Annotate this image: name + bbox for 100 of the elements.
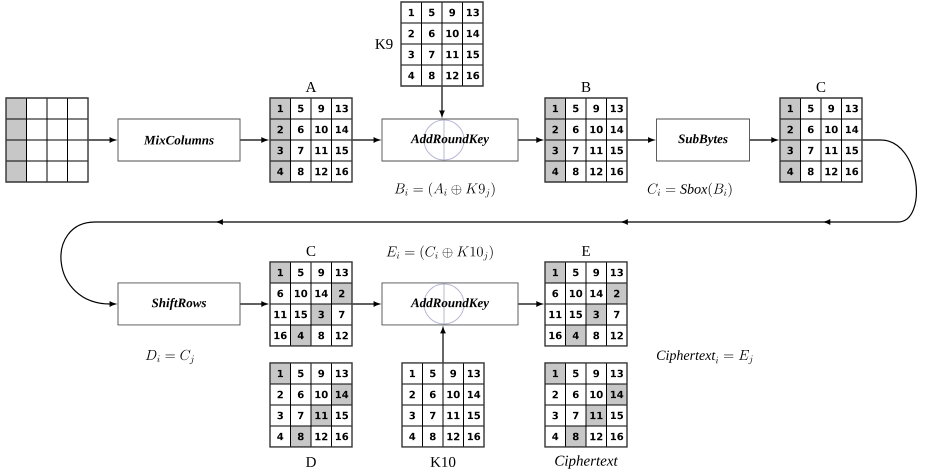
node-label: 14 <box>468 390 480 398</box>
grid-label: C <box>816 82 826 92</box>
node-label: 1 <box>552 104 558 112</box>
node-label: 1 <box>408 8 414 16</box>
node-label: 7 <box>572 146 578 154</box>
node-label: 5 <box>430 370 436 378</box>
node-label: 8 <box>572 168 579 176</box>
node-label: 14 <box>315 290 328 298</box>
node-label: 3 <box>552 412 558 420</box>
node-label: 8 <box>298 168 304 176</box>
operation-box: SubBytes <box>656 118 750 162</box>
node-label: 15 <box>610 412 624 420</box>
node-label: 15 <box>466 50 480 58</box>
node-label: 6 <box>572 126 579 134</box>
node-label: 4 <box>408 72 414 80</box>
byte-grid: 1 5 9 13 6 10 14 2 11 15 3 7 16 4 8 12 <box>269 261 353 347</box>
operation-box: ShiftRows <box>118 282 240 326</box>
node-label: 3 <box>277 412 283 420</box>
node-label: 14 <box>336 390 348 398</box>
arrow <box>240 137 268 143</box>
node-label: 13 <box>468 370 480 378</box>
arrow <box>440 327 446 362</box>
node-label: 1 <box>278 104 284 112</box>
node-label: 4 <box>787 168 794 176</box>
node-label: 15 <box>846 146 858 154</box>
node-label: 2 <box>339 290 344 298</box>
node-label: 13 <box>610 104 623 112</box>
node-label: 8 <box>808 168 814 176</box>
node-label: 6 <box>428 30 435 38</box>
node-label: 13 <box>336 268 348 276</box>
node-label: 6 <box>298 390 304 398</box>
node-label: 5 <box>298 268 304 276</box>
byte-grid: 1 5 9 13 2 6 10 14 3 7 11 15 4 8 12 16 <box>544 97 628 183</box>
node-label: 6 <box>430 390 436 398</box>
node-label: 11 <box>446 50 459 58</box>
formula-label: $\mathit{Ciphertext}_i = E_j$ <box>656 350 753 364</box>
node-label: 4 <box>277 168 284 176</box>
node-label: 16 <box>336 432 348 440</box>
node-label: 6 <box>808 126 814 134</box>
node-label: 10 <box>825 126 838 134</box>
node-label: 5 <box>298 104 304 112</box>
node-label: 12 <box>315 168 328 176</box>
operation-box: MixColumns <box>118 118 240 162</box>
node-label: 9 <box>593 370 600 378</box>
node-label: 9 <box>828 104 834 112</box>
node-label: 15 <box>468 412 480 420</box>
node-label: 10 <box>570 290 582 298</box>
arrow <box>439 86 445 117</box>
node-label: 16 <box>274 332 287 340</box>
node-label: 15 <box>294 310 308 318</box>
node-label: 10 <box>294 290 308 298</box>
node-label: 14 <box>336 126 348 134</box>
arrow <box>352 137 380 143</box>
node-label: 11 <box>825 146 838 154</box>
node-label: 14 <box>610 390 624 398</box>
node-label: 7 <box>614 310 620 318</box>
node-label: 6 <box>298 126 304 134</box>
node-label: 11 <box>315 146 328 154</box>
node-label: 13 <box>336 370 348 378</box>
node-label: 16 <box>466 72 480 80</box>
node-label: 11 <box>274 310 287 318</box>
node-label: 6 <box>552 290 558 298</box>
node-label: 4 <box>552 432 558 440</box>
arrow <box>352 301 380 307</box>
node-label: 4 <box>409 432 416 440</box>
node-label: 10 <box>447 390 460 398</box>
node-label: 2 <box>788 126 793 134</box>
formula-label: $D_i = C_j$ <box>146 350 194 364</box>
node-label: 5 <box>573 104 579 112</box>
formula-label: $C_i = \mathit{Sbox}(B_i)$ <box>648 182 732 198</box>
node-label: 5 <box>573 268 579 276</box>
node-label: 7 <box>428 50 434 58</box>
node-label: 4 <box>277 432 284 440</box>
node-label: 16 <box>468 432 480 440</box>
operation-box: AddRoundKey <box>382 118 518 162</box>
node-label: 3 <box>552 146 558 154</box>
node-label: 8 <box>428 72 435 80</box>
byte-grid: 1 5 9 13 2 6 10 14 3 7 11 15 4 8 12 16 <box>544 362 628 448</box>
grid-label: D <box>306 457 316 467</box>
byte-grid <box>5 97 89 183</box>
node-label: 12 <box>447 432 460 440</box>
node-label: 11 <box>590 146 603 154</box>
node-label: 9 <box>318 104 324 112</box>
node-label: 16 <box>336 168 348 176</box>
node-label: 10 <box>590 390 603 398</box>
byte-grid: 1 5 9 13 2 6 10 14 3 7 11 15 4 8 12 16 <box>269 362 353 448</box>
node-label: 15 <box>336 146 348 154</box>
node-label: 13 <box>336 104 348 112</box>
node-label: 8 <box>572 432 579 440</box>
formula-label: $B_i = (A_i \oplus K9_j)$ <box>394 182 495 198</box>
node-label: 8 <box>318 332 324 340</box>
node-label: 1 <box>278 268 284 276</box>
grid-label: A <box>306 82 316 92</box>
node-label: 3 <box>277 146 283 154</box>
node-label: 1 <box>788 104 794 112</box>
byte-grid: 1 5 9 13 2 6 10 14 3 7 11 15 4 8 12 16 <box>269 97 353 183</box>
node-label: 1 <box>552 268 558 276</box>
node-label: 12 <box>590 432 602 440</box>
node-label: 10 <box>446 30 459 38</box>
byte-grid: 1 5 9 13 2 6 10 14 3 7 11 15 4 8 12 16 <box>401 362 485 448</box>
